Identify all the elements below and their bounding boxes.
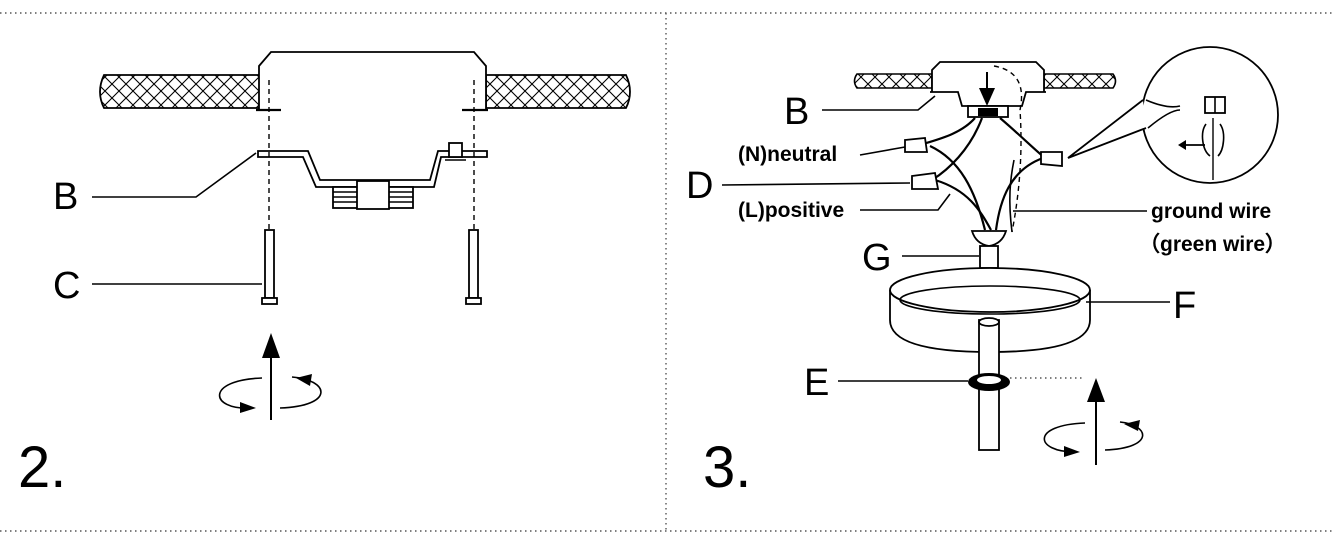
lock-nut	[968, 373, 1010, 391]
junction-box	[256, 51, 488, 112]
step-number: 2.	[18, 435, 66, 500]
wire-nuts	[904, 137, 1063, 190]
label-f: F	[1173, 285, 1196, 327]
panel-borders	[0, 12, 1335, 532]
wires	[919, 117, 1046, 233]
step-number: 3.	[703, 435, 751, 500]
leader-positive	[860, 193, 951, 211]
panel-step-3: B (N)neutral D (L)positive ground wire （…	[686, 46, 1286, 500]
detail-inset	[1067, 46, 1279, 184]
label-d: D	[686, 165, 713, 207]
label-green-wire: （green wire）	[1139, 232, 1286, 256]
label-c: C	[53, 265, 80, 307]
junction-box	[930, 61, 1046, 233]
label-b: B	[53, 176, 78, 218]
label-neutral: (N)neutral	[738, 143, 837, 166]
leader-neutral	[859, 146, 906, 156]
label-e: E	[804, 362, 829, 404]
label-ground-wire: ground wire	[1151, 200, 1271, 223]
rotate-arrow-icon	[218, 333, 322, 420]
cable-boot	[970, 230, 1008, 269]
ceiling-section	[99, 74, 631, 109]
mounting-bracket	[257, 142, 488, 210]
panel-step-2: B C 2.	[18, 51, 631, 500]
label-b: B	[784, 91, 809, 133]
label-g: G	[862, 237, 892, 279]
leader-d	[721, 182, 911, 186]
label-positive: (L)positive	[738, 199, 844, 222]
leader-b	[822, 95, 936, 111]
ceiling-section	[853, 73, 1117, 89]
screw-right	[465, 229, 482, 305]
rotate-arrow-icon	[1043, 378, 1144, 465]
screw-left	[261, 229, 278, 305]
leader-b	[92, 152, 257, 198]
